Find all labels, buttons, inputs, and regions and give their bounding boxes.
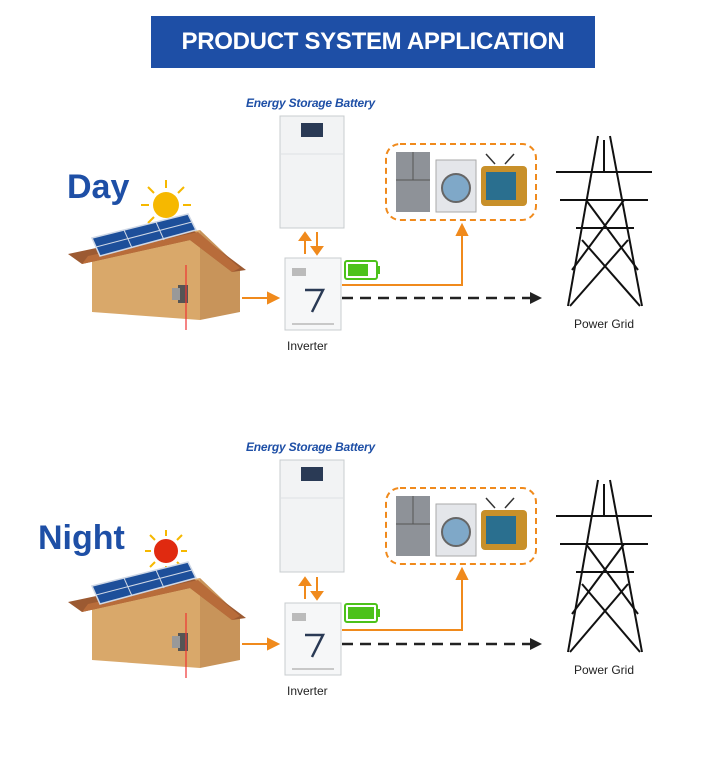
refrigerator-icon [396, 496, 430, 556]
battery-label: Energy Storage Battery [246, 96, 375, 110]
battery-unit-icon [279, 459, 345, 573]
house-to-inverter-arrow [242, 291, 281, 305]
flow-arrows [298, 576, 324, 601]
inverter-to-load-arrow [342, 566, 469, 631]
inverter-to-load-arrow [342, 222, 469, 286]
period-label: Night [38, 519, 125, 557]
inverter-label: Inverter [287, 339, 328, 353]
title-banner: PRODUCT SYSTEM APPLICATION [151, 16, 595, 68]
flow-arrows [298, 231, 324, 256]
charge-level-icon [344, 603, 380, 623]
power-tower-icon [556, 135, 652, 307]
house-to-inverter-arrow [242, 637, 281, 651]
inverter-icon [284, 257, 342, 331]
system-diagram [68, 115, 652, 331]
washing-machine-icon [435, 503, 477, 557]
power-tower-icon [556, 479, 652, 653]
load-group [385, 143, 537, 221]
grid-connection-line [342, 292, 542, 304]
tv-icon [481, 153, 527, 206]
washing-machine-icon [435, 159, 477, 213]
battery-unit-icon [279, 115, 345, 229]
inverter-label: Inverter [287, 684, 328, 698]
setting-sun-icon [145, 530, 187, 572]
refrigerator-icon [396, 152, 430, 212]
battery-label: Energy Storage Battery [246, 440, 375, 454]
inverter-icon [284, 602, 342, 676]
system-diagram [68, 459, 652, 678]
night-panel: Night Energy Storage Battery Inverter Po… [0, 424, 720, 764]
grid-connection-line [342, 638, 542, 650]
grid-label: Power Grid [574, 663, 635, 677]
solar-house-icon [68, 213, 246, 330]
period-label: Day [67, 168, 130, 206]
grid-label: Power Grid [574, 317, 635, 331]
day-panel: Day Energy Storage Battery Inverter Powe… [0, 80, 720, 420]
page-title: PRODUCT SYSTEM APPLICATION [181, 28, 565, 55]
charge-level-icon [344, 260, 380, 280]
load-group [385, 487, 537, 565]
tv-icon [481, 497, 527, 550]
solar-house-icon [68, 561, 246, 678]
